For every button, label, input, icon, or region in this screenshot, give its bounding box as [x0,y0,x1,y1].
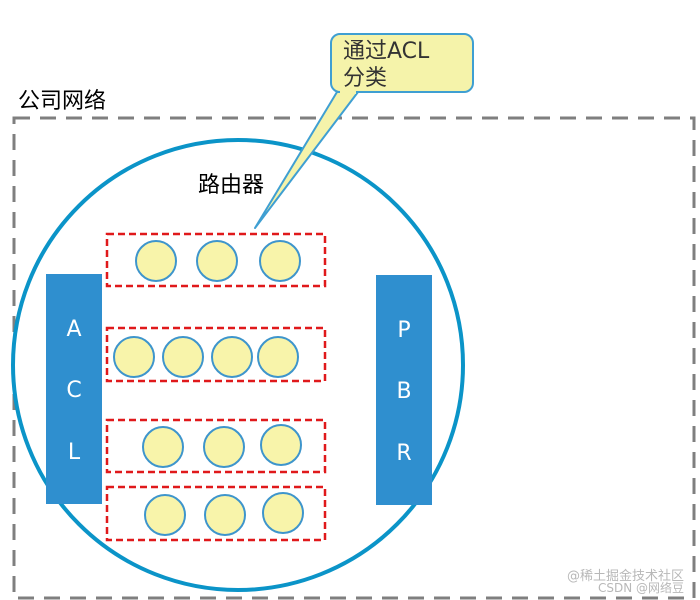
traffic-node [203,426,245,468]
traffic-node [257,336,299,378]
class-group-2 [105,326,327,383]
pbr-letter-p: P [397,318,410,343]
watermark-line-2: CSDN @网络豆 [598,580,684,595]
network-label: 公司网络 [18,89,106,114]
acl-block [46,274,102,504]
traffic-node [260,424,302,466]
traffic-node [196,240,238,282]
traffic-node [259,240,301,282]
router-label: 路由器 [198,173,264,198]
callout-line-2: 分类 [343,66,387,91]
class-group-box [105,485,327,542]
acl-letter-a: A [66,317,81,342]
class-group-box [105,326,327,383]
callout-bubble [330,33,474,93]
traffic-node [162,336,204,378]
class-group-box [105,418,327,474]
class-group-box [105,232,327,288]
acl-letter-l: L [68,440,81,465]
traffic-node [144,494,186,536]
traffic-node [211,336,253,378]
class-group-3 [105,418,327,474]
callout-line-1: 通过ACL [343,39,430,64]
traffic-node [135,240,177,282]
acl-letter-c: C [66,378,81,403]
watermark-line-1: @稀土掘金技术社区 [567,568,684,584]
traffic-node [262,492,304,534]
acl-callout: 通过ACL 分类 [254,33,474,229]
pbr-letter-b: B [396,379,411,404]
pbr-letter-r: R [396,441,411,466]
pbr-block [376,275,432,505]
traffic-node [142,426,184,468]
class-group-4 [105,485,327,542]
traffic-node [204,494,246,536]
class-group-1 [105,232,327,288]
traffic-node [113,336,155,378]
